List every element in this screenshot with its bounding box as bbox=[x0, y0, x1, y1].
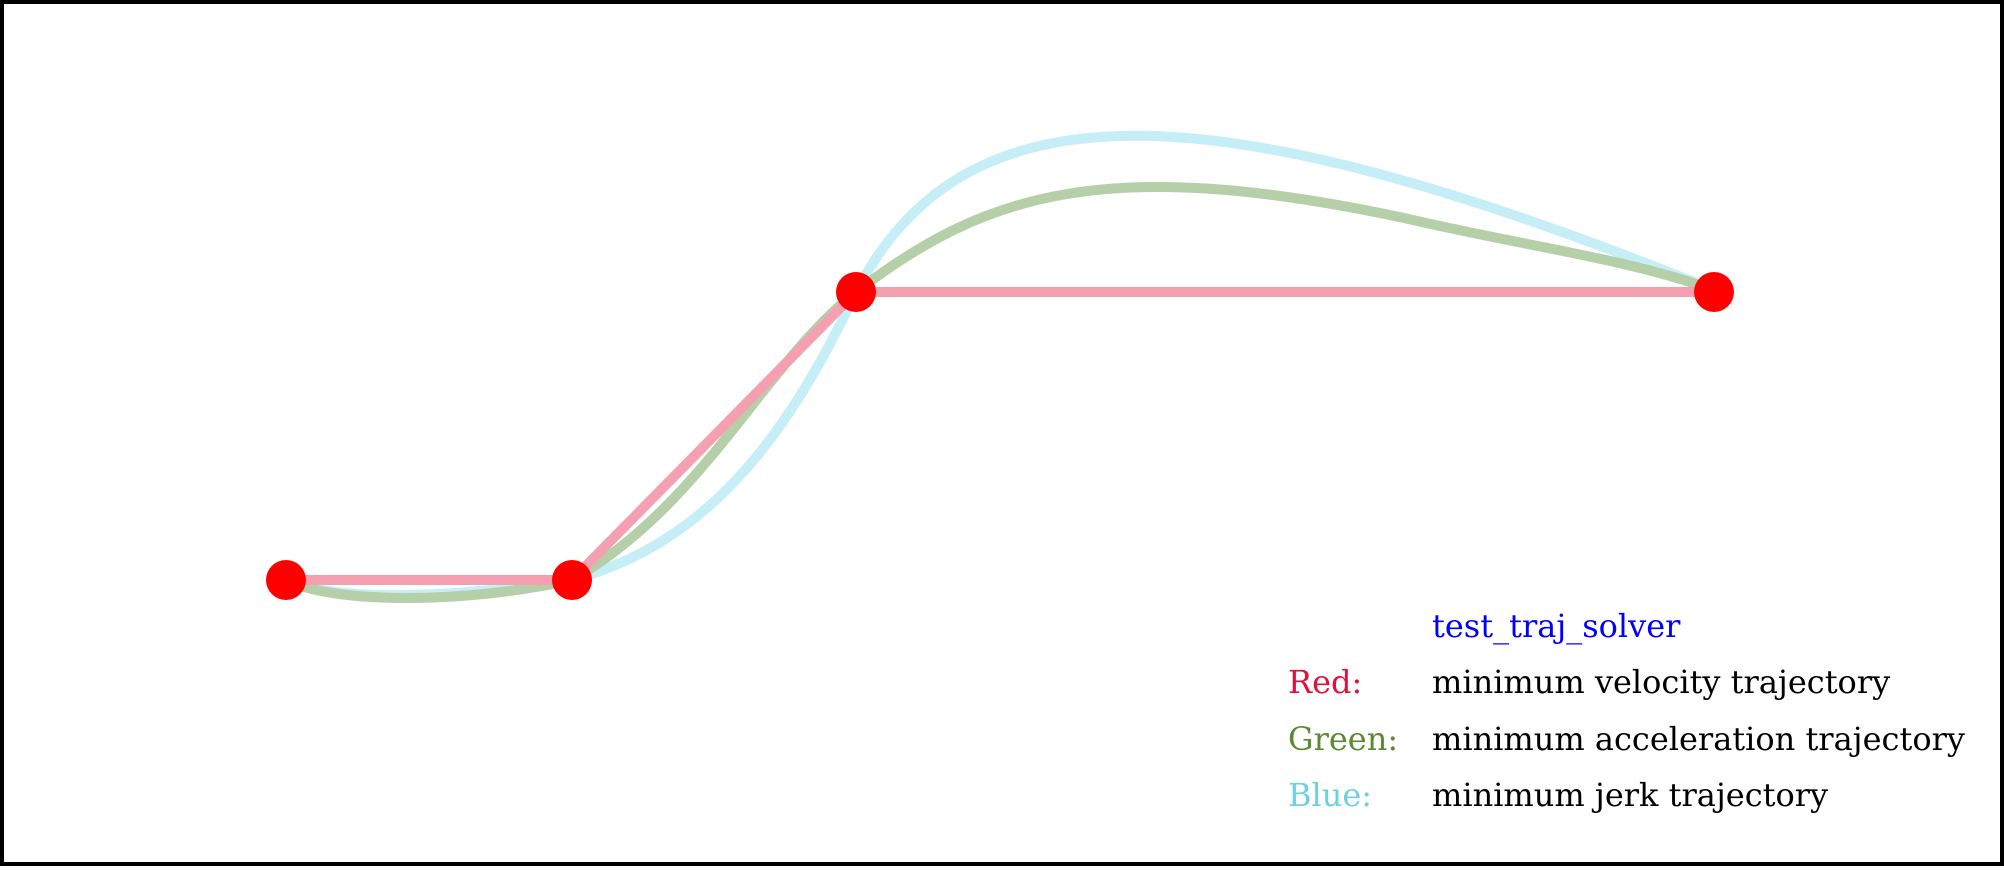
legend-key-red: Red: bbox=[1288, 663, 1363, 701]
min-jerk-trajectory bbox=[281, 130, 1719, 601]
waypoint-1 bbox=[266, 560, 306, 600]
legend-label-green: minimum acceleration trajectory bbox=[1432, 720, 1965, 758]
waypoint-3 bbox=[836, 272, 876, 312]
trajectory-plot bbox=[266, 130, 1734, 603]
waypoint-4 bbox=[1694, 272, 1734, 312]
legend-label-blue: minimum jerk trajectory bbox=[1432, 776, 1829, 814]
min-acceleration-trajectory bbox=[281, 182, 1719, 603]
legend-key-blue: Blue: bbox=[1288, 776, 1373, 814]
min-velocity-trajectory bbox=[281, 287, 1719, 585]
legend-key-green: Green: bbox=[1288, 720, 1399, 758]
legend-label-red: minimum velocity trajectory bbox=[1432, 663, 1891, 701]
waypoint-2 bbox=[552, 560, 592, 600]
legend-title: test_traj_solver bbox=[1432, 607, 1681, 645]
